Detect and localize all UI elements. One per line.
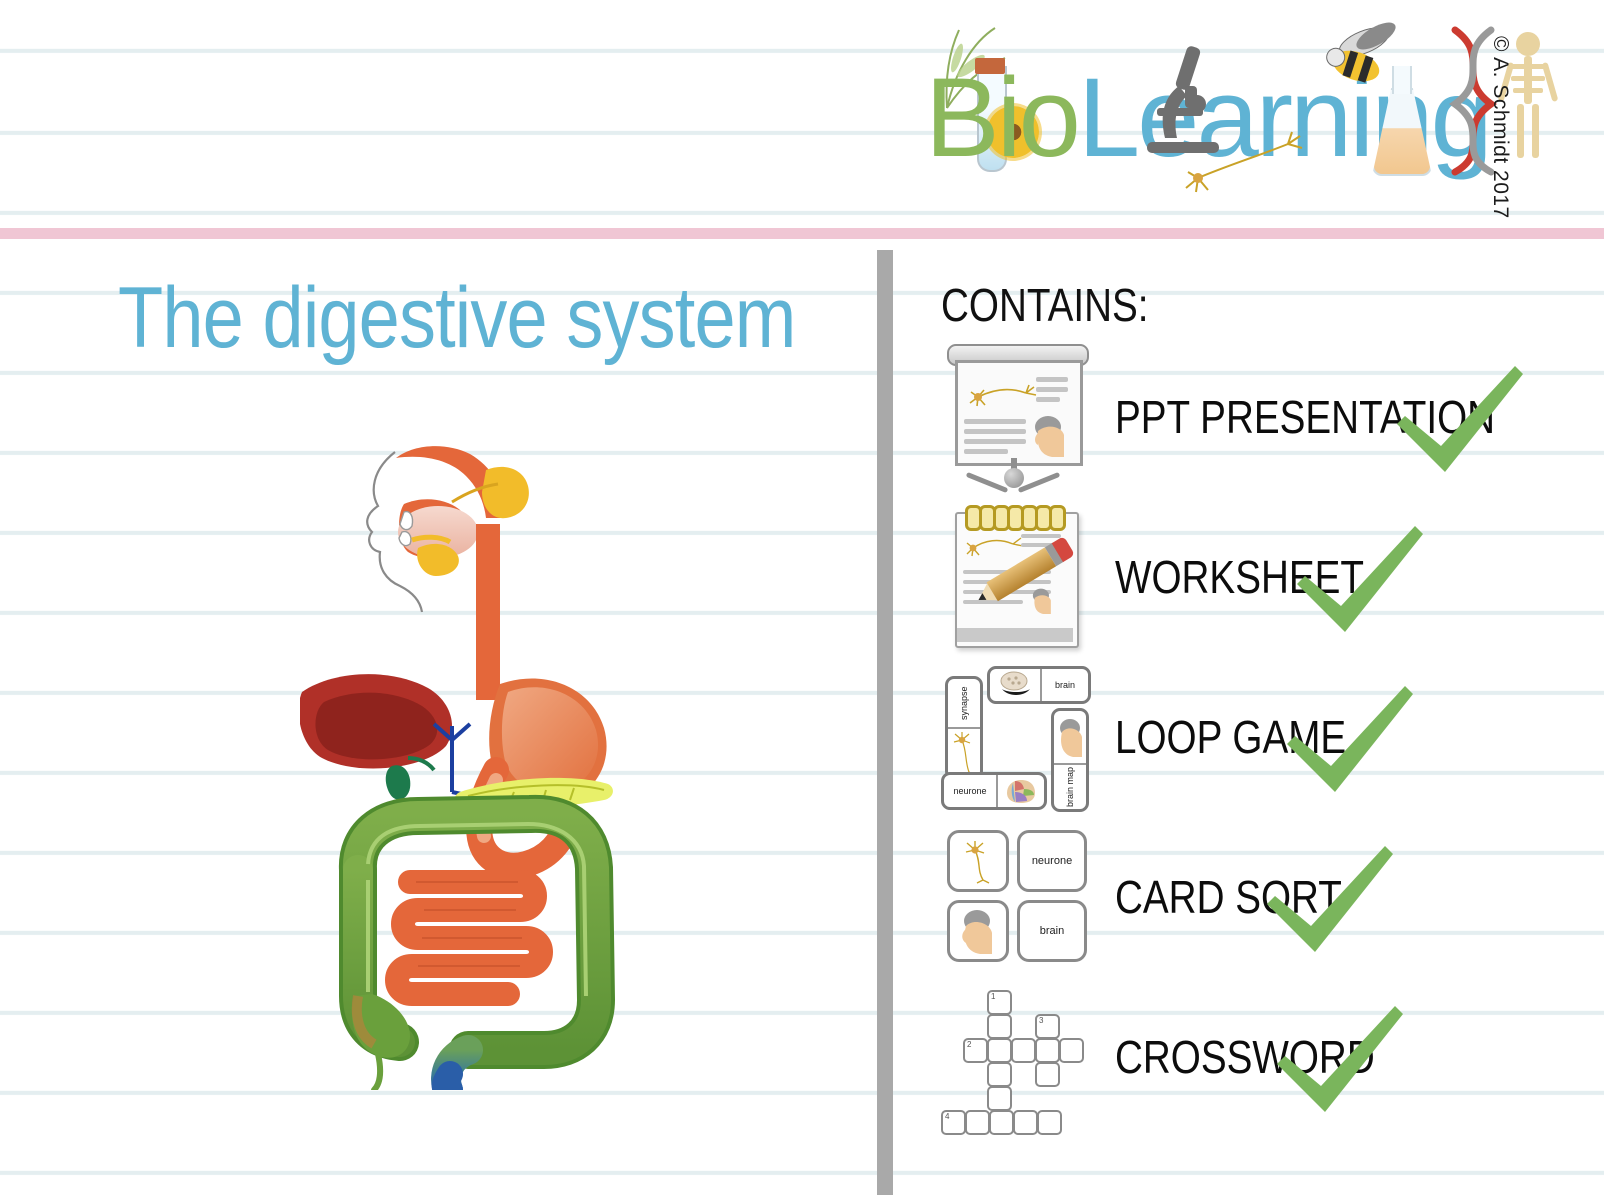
column-divider	[877, 250, 893, 1195]
projector-screen-icon	[941, 340, 1091, 495]
crossword-number: 2	[967, 1040, 972, 1049]
page-header: BioLearning	[0, 0, 1604, 228]
header-divider	[0, 228, 1604, 239]
contains-list: PPT PRESENTATION	[893, 340, 1593, 1140]
crossword-number: 3	[1039, 1016, 1044, 1025]
sort-card-label: brain	[1039, 925, 1065, 937]
checkmark-icon	[1281, 682, 1416, 797]
sort-card	[947, 900, 1009, 962]
list-item: PPT PRESENTATION	[893, 340, 1593, 500]
list-item-label: CARD SORT	[1115, 871, 1342, 923]
list-item-label: CROSSWORD	[1115, 1031, 1375, 1083]
checkmark-icon	[1271, 1002, 1406, 1117]
loop-card-label: neurone	[953, 786, 987, 796]
dna-helix-icon	[1445, 26, 1499, 176]
biolearning-logo: BioLearning	[925, 18, 1558, 203]
loop-card-label: brain	[1054, 680, 1075, 690]
page-title: The digestive system	[118, 270, 796, 366]
notepad-pencil-icon	[941, 500, 1091, 655]
digestive-system-illustration	[298, 440, 620, 1105]
contains-heading: CONTAINS:	[941, 279, 1149, 331]
list-item-label: PPT PRESENTATION	[1115, 391, 1496, 443]
checkmark-icon	[1261, 842, 1396, 957]
sort-cards-icon: neurone brain	[941, 820, 1091, 975]
list-item: neurone brain CARD SORT	[893, 820, 1593, 980]
loop-cards-icon: synapse	[941, 660, 1091, 815]
crossword-number: 4	[945, 1112, 950, 1121]
sort-card: brain	[1017, 900, 1087, 962]
list-item: 1 2 3	[893, 980, 1593, 1140]
sort-card-label: neurone	[1031, 855, 1073, 867]
microscope-icon	[1135, 38, 1231, 158]
loop-card-label: synapse	[959, 686, 969, 720]
bee-icon	[1320, 22, 1406, 88]
flask-icon	[1370, 64, 1432, 176]
loop-card: brain map	[1051, 708, 1089, 812]
list-item: synapse	[893, 660, 1593, 820]
crossword-number: 1	[991, 992, 996, 1001]
sort-card: neurone	[1017, 830, 1087, 892]
loop-card: synapse	[945, 676, 983, 780]
skeleton-icon	[1497, 28, 1559, 178]
loop-card-label: brain map	[1065, 766, 1075, 808]
loop-card: brain	[987, 666, 1091, 704]
loop-card: neurone	[941, 772, 1047, 810]
sunflower-icon	[987, 106, 1039, 158]
logo-bio-text: Bio	[925, 55, 1081, 180]
checkmark-icon	[1291, 522, 1426, 637]
neuron-doodle-icon	[1180, 126, 1310, 196]
copyright-notice: © A. Schmidt 2017	[1489, 36, 1512, 219]
list-item: WORKSHEET	[893, 500, 1593, 660]
checkmark-icon	[1391, 362, 1526, 477]
sort-card	[947, 830, 1009, 892]
logo-wordmark: BioLearning	[925, 48, 1505, 188]
crossword-grid-icon: 1 2 3	[941, 980, 1091, 1135]
